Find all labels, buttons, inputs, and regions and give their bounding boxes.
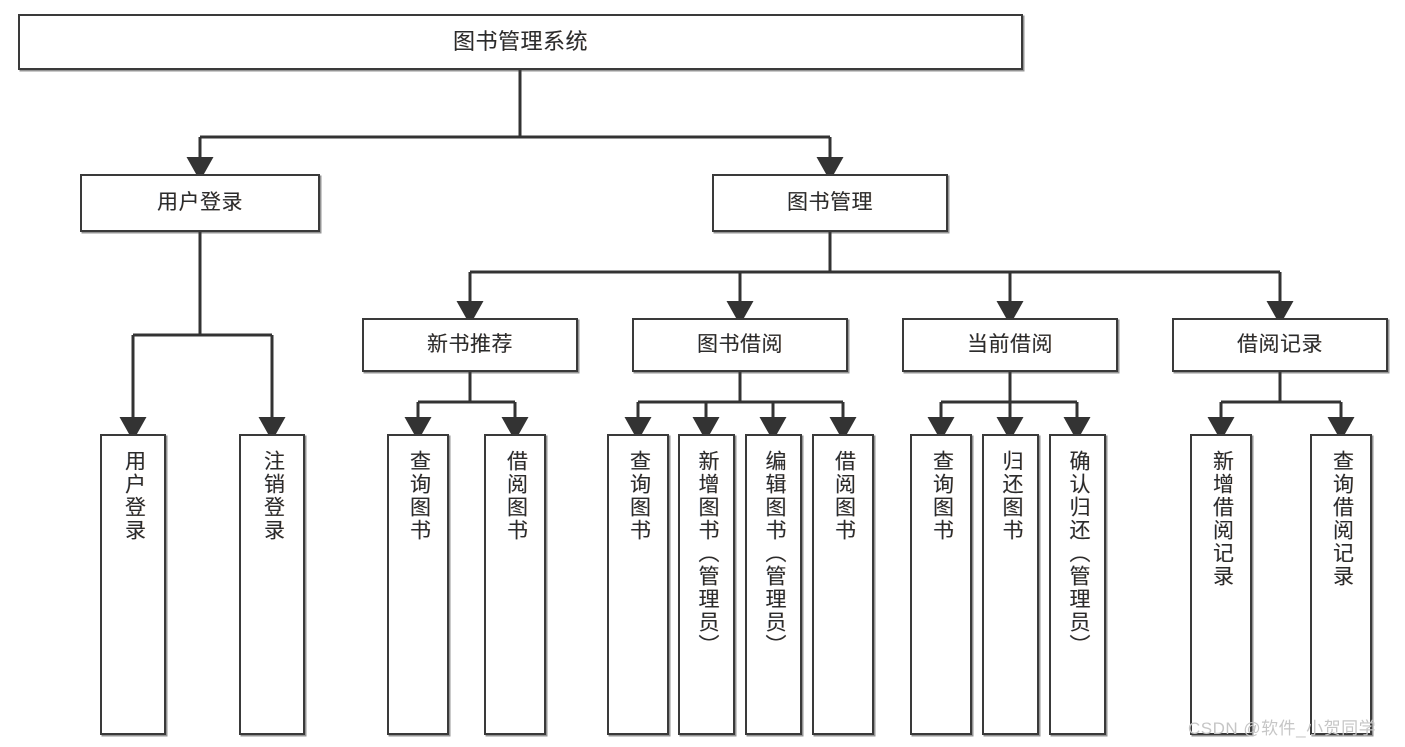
node-new-book-rec[interactable]: 新书推荐: [362, 318, 578, 372]
node-label: 借阅图书: [504, 450, 528, 542]
node-borrow-record[interactable]: 借阅记录: [1172, 318, 1388, 372]
node-leaf-borrow-book-1[interactable]: 借阅图书: [484, 434, 546, 735]
node-label: 查询图书: [930, 450, 954, 542]
node-label: 图书管理: [787, 190, 873, 214]
node-label: 图书借阅: [697, 332, 783, 356]
csdn-watermark: CSDN @软件_小贺同学: [1188, 719, 1377, 738]
node-book-borrow[interactable]: 图书借阅: [632, 318, 848, 372]
node-label: 新增借阅记录: [1210, 450, 1234, 588]
node-leaf-query-book-3[interactable]: 查询图书: [910, 434, 972, 735]
node-leaf-user-login[interactable]: 用户登录: [100, 434, 166, 735]
node-label: 用户登录: [122, 450, 146, 542]
node-label: 借阅记录: [1237, 332, 1323, 356]
node-label: 借阅图书: [832, 450, 856, 542]
node-leaf-query-book-1[interactable]: 查询图书: [387, 434, 449, 735]
node-label: 新书推荐: [427, 332, 513, 356]
node-label: 查询借阅记录: [1330, 450, 1354, 588]
node-leaf-return-book[interactable]: 归还图书: [982, 434, 1039, 735]
node-current-borrow[interactable]: 当前借阅: [902, 318, 1118, 372]
node-label: 查询图书: [627, 450, 651, 542]
node-label: 图书管理系统: [452, 29, 588, 55]
node-leaf-edit-book[interactable]: 编辑图书（管理员）: [745, 434, 802, 735]
node-label: 编辑图书（管理员）: [762, 450, 786, 657]
node-label: 归还图书: [999, 450, 1023, 542]
node-user-login[interactable]: 用户登录: [80, 174, 320, 232]
node-book-mgmt[interactable]: 图书管理: [712, 174, 948, 232]
node-leaf-query-book-2[interactable]: 查询图书: [607, 434, 669, 735]
node-leaf-borrow-book-2[interactable]: 借阅图书: [812, 434, 874, 735]
node-leaf-add-record[interactable]: 新增借阅记录: [1190, 434, 1252, 735]
node-label: 确认归还（管理员）: [1066, 450, 1090, 657]
node-label: 注销登录: [261, 450, 285, 542]
node-leaf-user-logout[interactable]: 注销登录: [239, 434, 305, 735]
node-label: 新增图书（管理员）: [695, 450, 719, 657]
node-label: 当前借阅: [967, 332, 1053, 356]
node-root[interactable]: 图书管理系统: [18, 14, 1023, 70]
node-label: 查询图书: [407, 450, 431, 542]
node-leaf-confirm-return[interactable]: 确认归还（管理员）: [1049, 434, 1106, 735]
node-label: 用户登录: [157, 190, 243, 214]
node-leaf-query-record[interactable]: 查询借阅记录: [1310, 434, 1372, 735]
node-leaf-add-book[interactable]: 新增图书（管理员）: [678, 434, 735, 735]
